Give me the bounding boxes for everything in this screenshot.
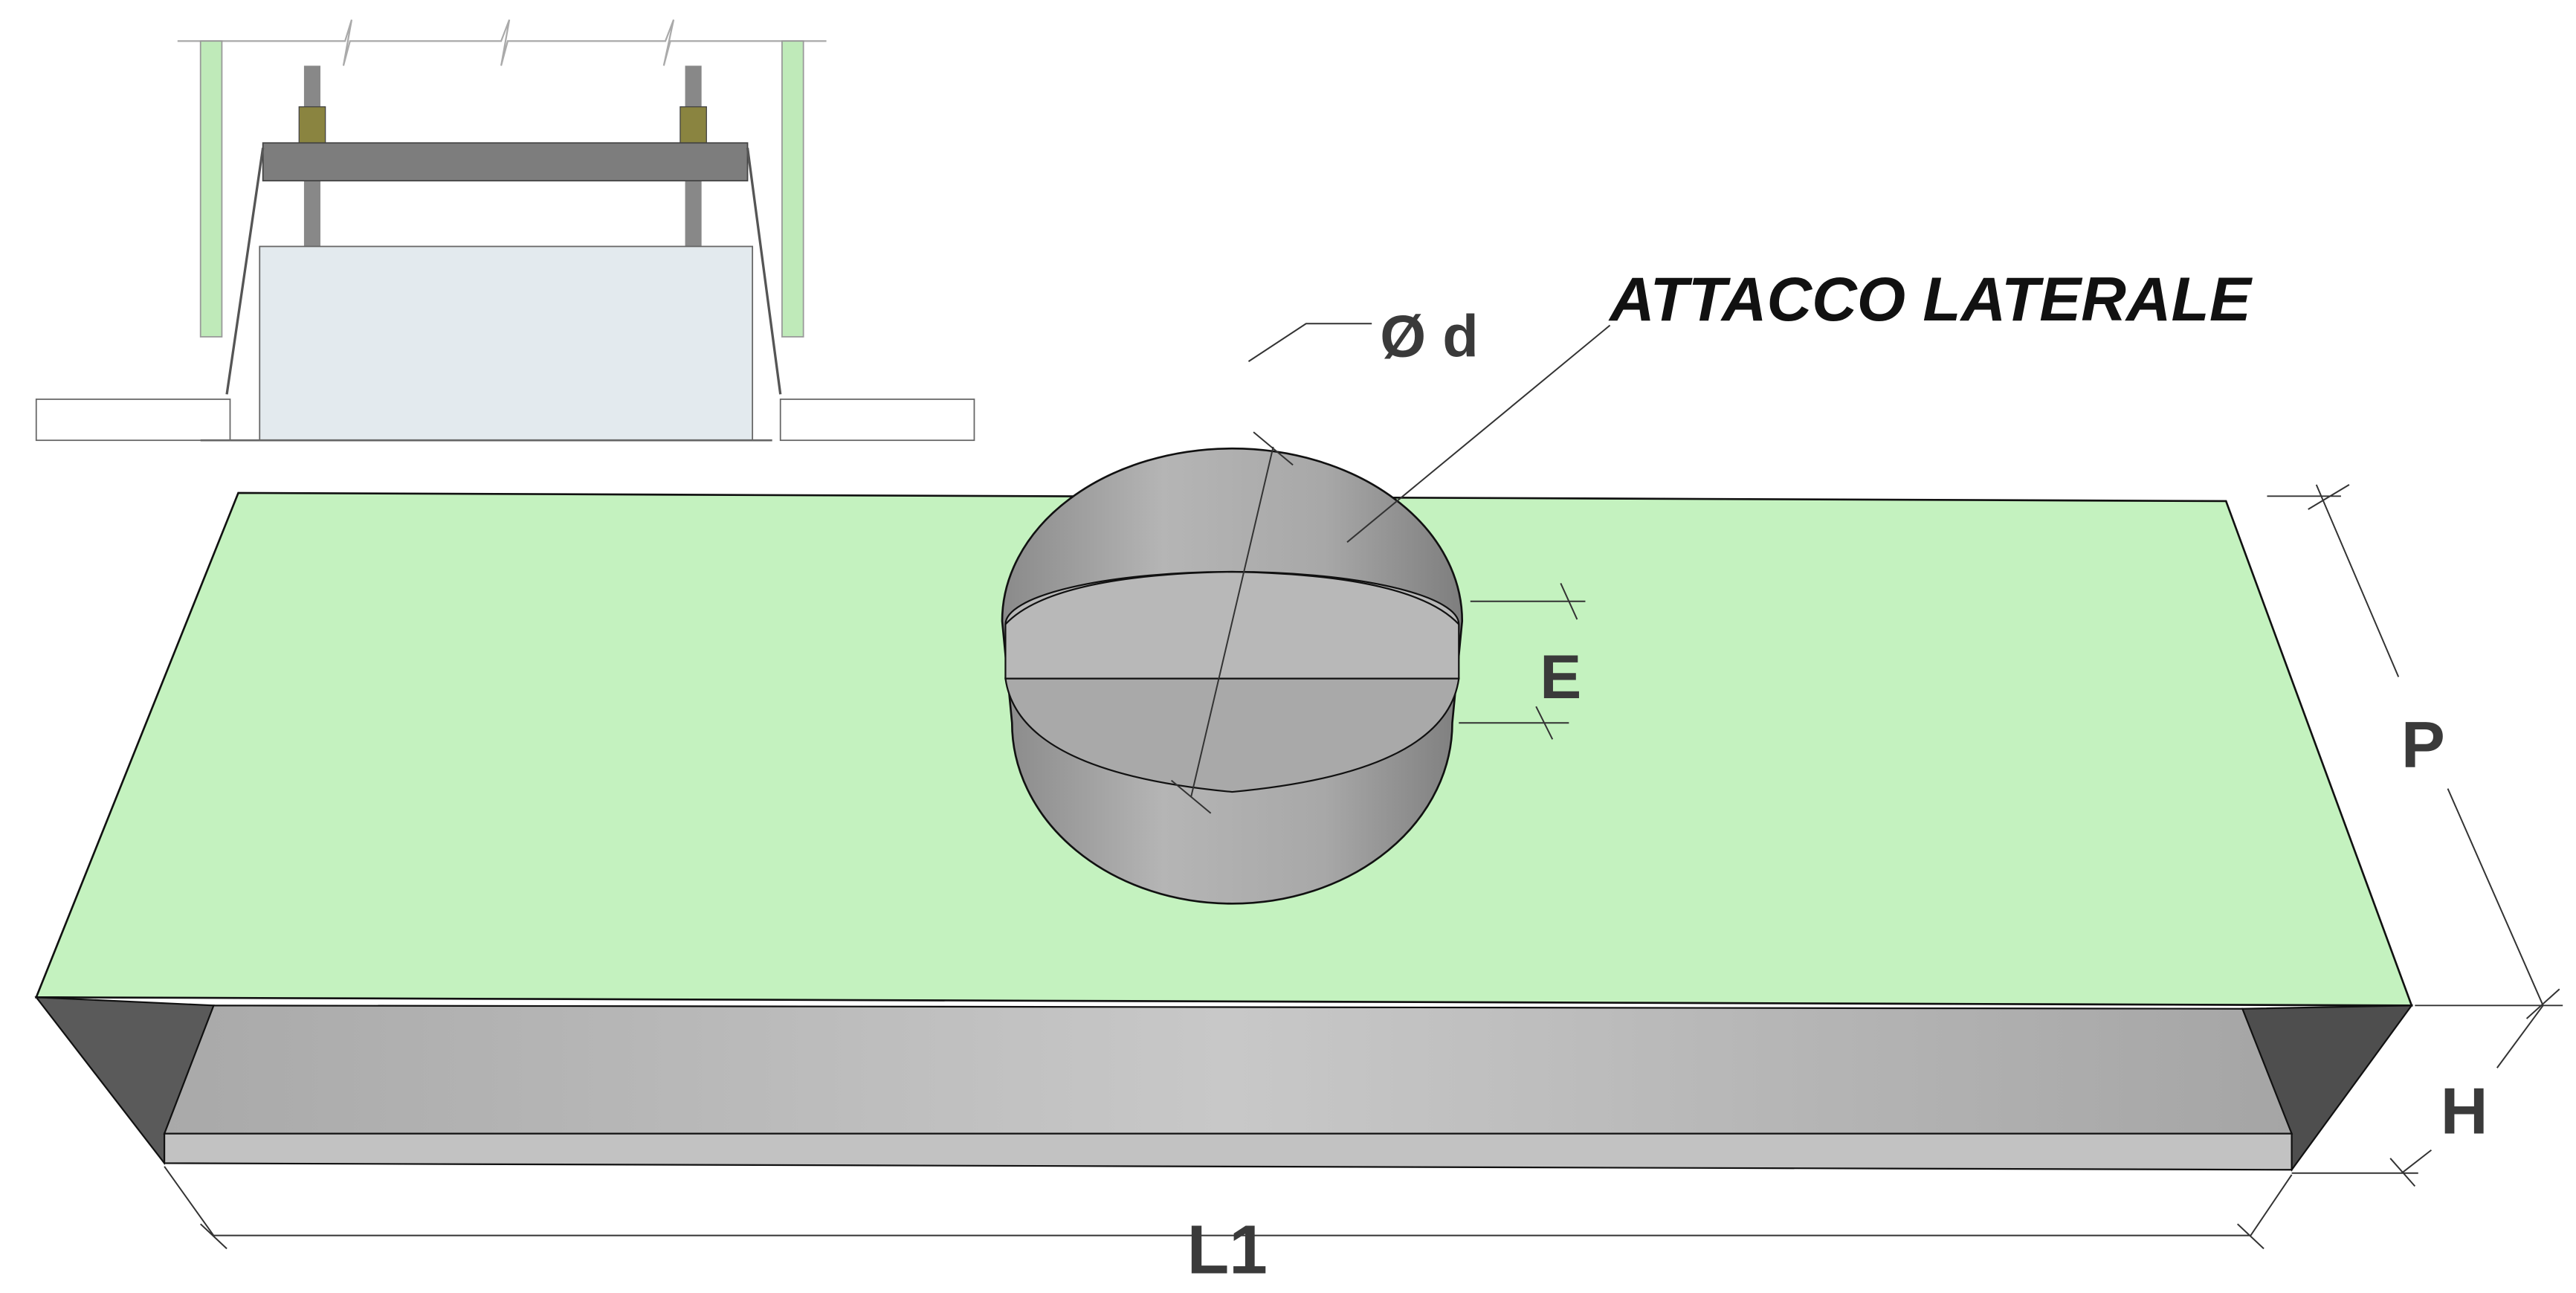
h-dimension-line bbox=[2291, 1005, 2544, 1187]
collar-rim bbox=[1004, 570, 1460, 625]
bottom-flange bbox=[163, 1132, 2293, 1171]
p-dimension-line bbox=[2267, 483, 2563, 1019]
l1-dimension-line bbox=[164, 1166, 2293, 1250]
installation-inset bbox=[35, 19, 975, 442]
left-nut bbox=[298, 106, 326, 144]
diameter-label: Ø d bbox=[1380, 303, 1479, 369]
dimension-lines bbox=[164, 323, 2563, 1250]
collar-inner-back bbox=[1004, 570, 1460, 680]
right-wall-panel bbox=[781, 40, 804, 338]
side-connection-collar bbox=[1001, 447, 1464, 905]
right-ceiling-tile bbox=[779, 399, 975, 442]
spring-clips bbox=[225, 147, 782, 395]
left-wall-panel bbox=[199, 40, 223, 338]
right-nut bbox=[679, 106, 707, 144]
l1-dimension-label: L1 bbox=[1187, 1210, 1268, 1288]
ceiling-break-line bbox=[177, 19, 827, 66]
h-dimension-label: H bbox=[2441, 1074, 2488, 1148]
diameter-leader-line bbox=[1247, 323, 1372, 362]
collar-inner-floor bbox=[1004, 677, 1460, 793]
diffuser-box bbox=[259, 245, 754, 442]
support-bar bbox=[262, 142, 749, 181]
left-ceiling-tile bbox=[35, 399, 231, 442]
connection-leader-line bbox=[1346, 324, 1611, 543]
p-dimension-label: P bbox=[2401, 708, 2445, 781]
diameter-dimension-line bbox=[1170, 431, 1294, 814]
connection-title: ATTACCO LATERALE bbox=[1608, 264, 2253, 334]
e-dimension-line bbox=[1459, 583, 1586, 740]
inner-back-wall bbox=[163, 1005, 2293, 1135]
e-dimension-label: E bbox=[1540, 642, 1581, 712]
